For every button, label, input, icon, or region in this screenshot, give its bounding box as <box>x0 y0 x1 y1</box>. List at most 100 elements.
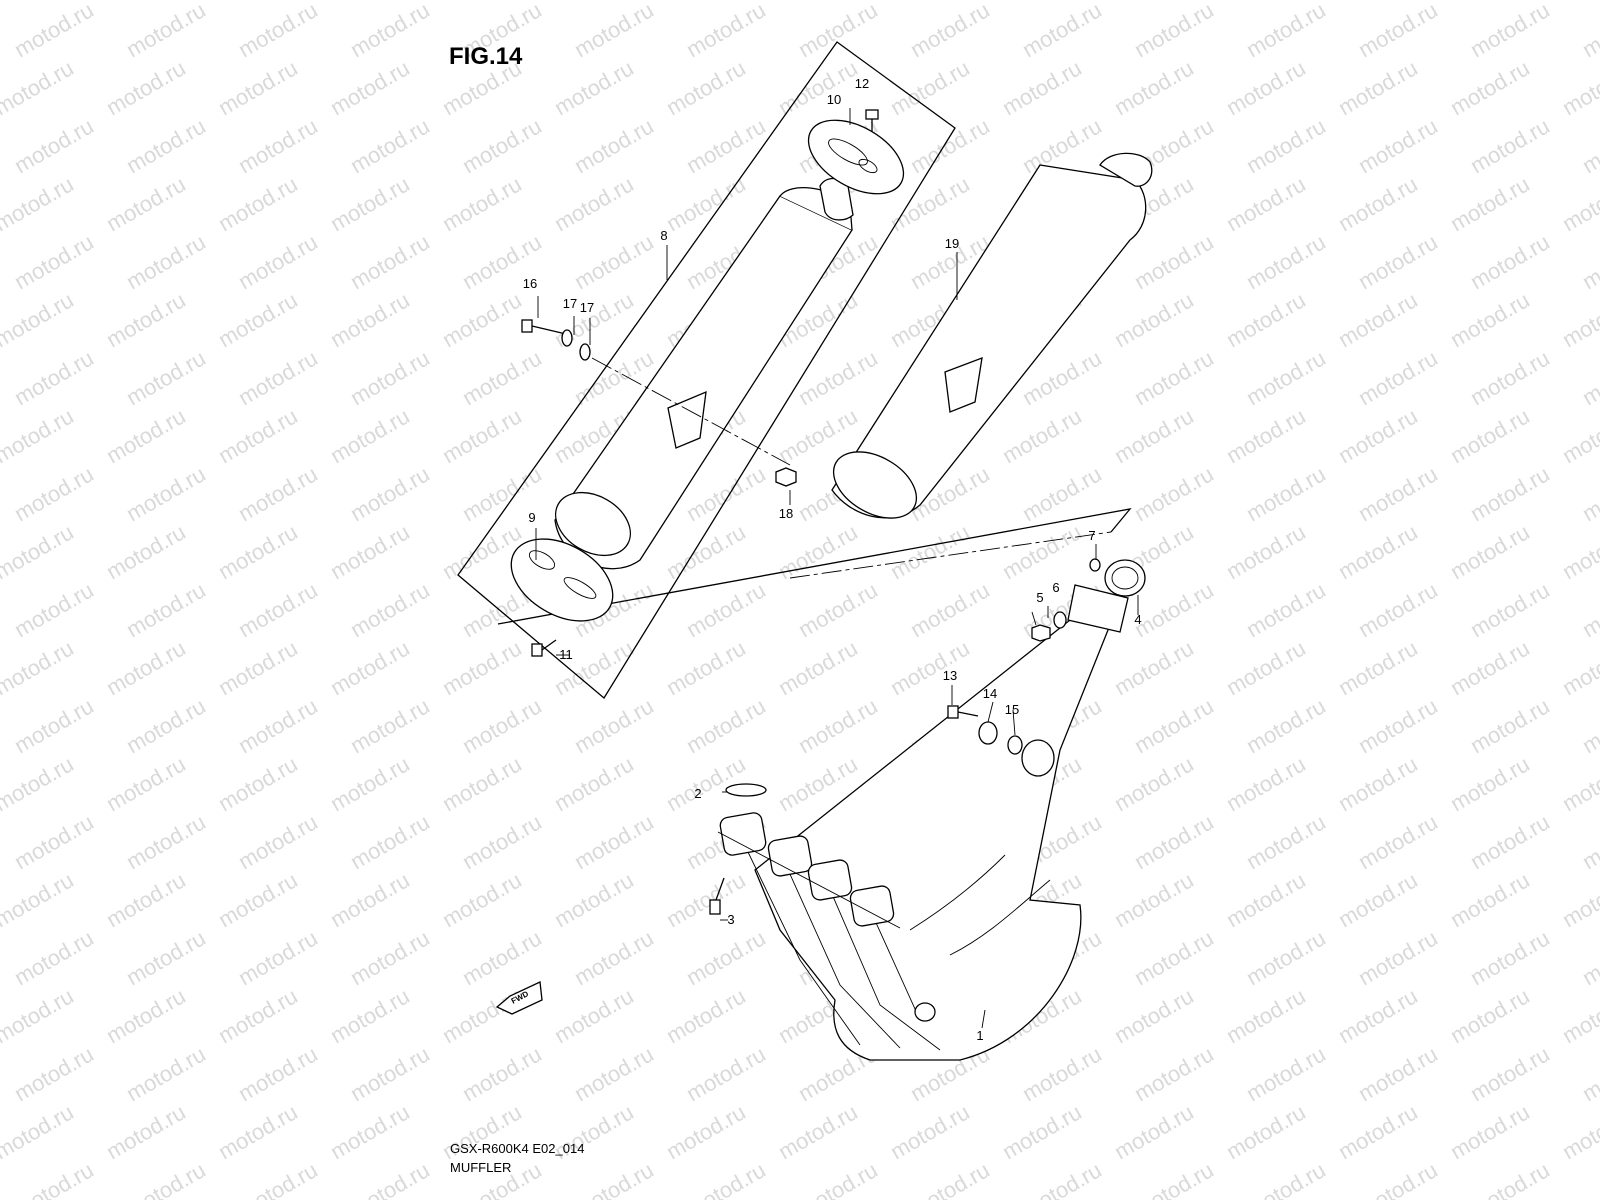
watermark-text: motod.ru <box>662 55 750 120</box>
callout-6: 6 <box>1052 580 1059 595</box>
watermark-text: motod.ru <box>1558 403 1600 468</box>
watermark-text: motod.ru <box>214 287 302 352</box>
watermark-text: motod.ru <box>0 983 78 1048</box>
watermark-text: motod.ru <box>1222 55 1310 120</box>
watermark-text: motod.ru <box>1558 55 1600 120</box>
watermark-text: motod.ru <box>1446 287 1534 352</box>
watermark-text: motod.ru <box>1222 0 1310 4</box>
watermark-text: motod.ru <box>0 171 78 236</box>
watermark-text: motod.ru <box>1578 577 1600 642</box>
watermark-text: motod.ru <box>1130 809 1218 874</box>
watermark-text: motod.ru <box>1558 751 1600 816</box>
watermark-text: motod.ru <box>1130 693 1218 758</box>
watermark-text: motod.ru <box>438 287 526 352</box>
watermark-text: motod.ru <box>234 0 322 62</box>
watermark-text: motod.ru <box>906 0 994 62</box>
watermark-text: motod.ru <box>662 635 750 700</box>
watermark-text: motod.ru <box>346 809 434 874</box>
watermark-text: motod.ru <box>1130 345 1218 410</box>
watermark-text: motod.ru <box>326 171 414 236</box>
watermark-text: motod.ru <box>794 577 882 642</box>
header-flanges <box>717 812 901 929</box>
watermark-text: motod.ru <box>0 0 78 4</box>
watermark-text: motod.ru <box>10 809 98 874</box>
watermark-text: motod.ru <box>102 1099 190 1164</box>
watermark-text: motod.ru <box>346 1157 434 1200</box>
watermark-text: motod.ru <box>1446 635 1534 700</box>
watermark-text: motod.ru <box>1242 0 1330 62</box>
watermark-text: motod.ru <box>10 925 98 990</box>
watermark-text: motod.ru <box>570 925 658 990</box>
watermark-text: motod.ru <box>10 229 98 294</box>
watermark-text: motod.ru <box>1130 1157 1218 1200</box>
muffler-left <box>554 177 854 570</box>
callout-19: 19 <box>945 236 959 251</box>
watermark-text: motod.ru <box>1018 0 1106 62</box>
watermark-text: motod.ru <box>682 693 770 758</box>
watermark-text: motod.ru <box>1110 867 1198 932</box>
muffler-right <box>831 152 1153 519</box>
joint-flange <box>1067 584 1129 633</box>
watermark-text: motod.ru <box>1130 229 1218 294</box>
watermark-text: motod.ru <box>1130 577 1218 642</box>
watermark-text: motod.ru <box>1242 1041 1330 1106</box>
watermark-text: motod.ru <box>102 55 190 120</box>
watermark-text: motod.ru <box>102 0 190 4</box>
watermark-text: motod.ru <box>0 55 78 120</box>
watermark-text: motod.ru <box>1110 635 1198 700</box>
watermark-text: motod.ru <box>774 0 862 4</box>
watermark-text: motod.ru <box>10 577 98 642</box>
watermark-text: motod.ru <box>1110 287 1198 352</box>
watermark-text: motod.ru <box>214 983 302 1048</box>
watermark-text: motod.ru <box>438 983 526 1048</box>
watermark-text: motod.ru <box>886 0 974 4</box>
watermark-text: motod.ru <box>1334 519 1422 584</box>
callout-11: 11 <box>559 647 573 662</box>
watermark-text: motod.ru <box>234 1041 322 1106</box>
watermark-text: motod.ru <box>1334 1099 1422 1164</box>
watermark-text: motod.ru <box>886 635 974 700</box>
watermark-text: motod.ru <box>346 925 434 990</box>
watermark-text: motod.ru <box>1466 461 1554 526</box>
watermark-text: motod.ru <box>1354 1157 1442 1200</box>
watermark-text: motod.ru <box>794 0 882 62</box>
callout-14: 14 <box>983 686 997 701</box>
watermark-text: motod.ru <box>682 0 770 62</box>
watermark-text: motod.ru <box>1354 693 1442 758</box>
assembly-line <box>591 357 791 466</box>
watermark-text: motod.ru <box>458 809 546 874</box>
watermark-text: motod.ru <box>1466 229 1554 294</box>
watermark-text: motod.ru <box>998 1099 1086 1164</box>
watermark-text: motod.ru <box>326 0 414 4</box>
watermark-text: motod.ru <box>1558 1099 1600 1164</box>
watermark-text: motod.ru <box>458 345 546 410</box>
watermark-text: motod.ru <box>550 751 638 816</box>
watermark-text: motod.ru <box>1334 171 1422 236</box>
watermark-text: motod.ru <box>234 693 322 758</box>
watermark-text: motod.ru <box>102 519 190 584</box>
watermark-text: motod.ru <box>550 983 638 1048</box>
watermark-text: motod.ru <box>1222 983 1310 1048</box>
watermark-text: motod.ru <box>346 461 434 526</box>
watermark-text: motod.ru <box>998 0 1086 4</box>
watermark-text: motod.ru <box>1354 461 1442 526</box>
watermark-text: motod.ru <box>1130 1041 1218 1106</box>
watermark-text: motod.ru <box>1110 1099 1198 1164</box>
fwd-arrow: FWD <box>495 981 543 1015</box>
watermark-text: motod.ru <box>1466 577 1554 642</box>
watermark-text: motod.ru <box>10 345 98 410</box>
watermark-text: motod.ru <box>326 751 414 816</box>
watermark-text: motod.ru <box>1222 519 1310 584</box>
watermark-text: motod.ru <box>1578 0 1600 62</box>
watermark-text: motod.ru <box>570 1041 658 1106</box>
model-code: GSX-R600K4 E02_014 <box>450 1141 584 1156</box>
watermark-text: motod.ru <box>1446 1099 1534 1164</box>
watermark-text: motod.ru <box>458 113 546 178</box>
watermark-text: motod.ru <box>550 171 638 236</box>
watermark-text: motod.ru <box>0 287 78 352</box>
callout-2: 2 <box>694 786 701 801</box>
watermark-text: motod.ru <box>1018 461 1106 526</box>
watermark-text: motod.ru <box>234 461 322 526</box>
watermark-text: motod.ru <box>1222 635 1310 700</box>
watermark-text: motod.ru <box>1242 693 1330 758</box>
